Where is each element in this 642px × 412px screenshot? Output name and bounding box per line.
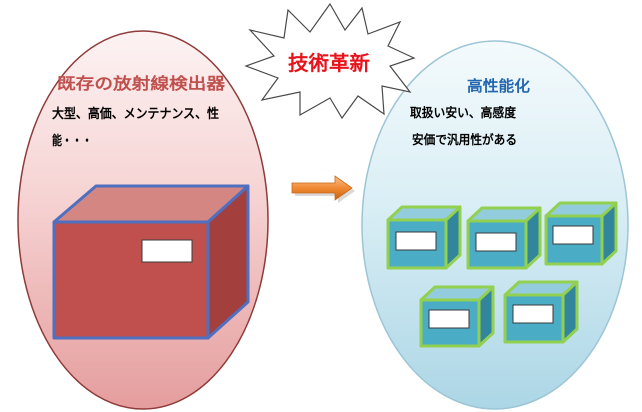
- small-box-side-face: [600, 201, 618, 266]
- small-box-label-plate: [552, 225, 594, 245]
- existing-detector-group: 既存の放射線検出器 大型、高価、メンテナンス、性 能・・・: [17, 30, 269, 410]
- high-performance-group: 高性能化 取扱い安い、高感度 安価で汎用性がある: [361, 40, 629, 410]
- high-performance-title: 高性能化: [467, 77, 530, 95]
- innovation-burst: 技術革新: [244, 2, 416, 120]
- small-detector-box: [419, 285, 495, 348]
- large-box-label-plate: [141, 239, 193, 263]
- small-box-label-plate: [395, 231, 437, 251]
- large-box-front-face: [52, 220, 210, 340]
- small-detector-box: [386, 205, 462, 270]
- high-performance-desc-line-2: 安価で汎用性がある: [412, 132, 517, 147]
- small-box-label-plate: [428, 309, 470, 329]
- large-detector-box: [52, 184, 250, 340]
- existing-detector-title: 既存の放射線検出器: [57, 74, 226, 93]
- existing-detector-desc-line-2: 能・・・: [52, 133, 92, 149]
- small-detector-box: [466, 206, 542, 270]
- small-box-label-plate: [512, 304, 554, 324]
- starburst-shape: [244, 2, 416, 120]
- small-box-label-plate: [475, 232, 517, 252]
- existing-detector-desc-line-1: 大型、高価、メンテナンス、性: [52, 106, 219, 122]
- transition-arrow: [291, 175, 355, 203]
- high-performance-desc-line-1: 取扱い安い、高感度: [410, 105, 516, 120]
- small-detector-box: [544, 201, 618, 266]
- small-box-side-face: [444, 205, 462, 270]
- small-detector-box: [503, 280, 579, 344]
- arrow-right-icon: [291, 175, 353, 201]
- innovation-burst-label: 技術革新: [288, 51, 370, 75]
